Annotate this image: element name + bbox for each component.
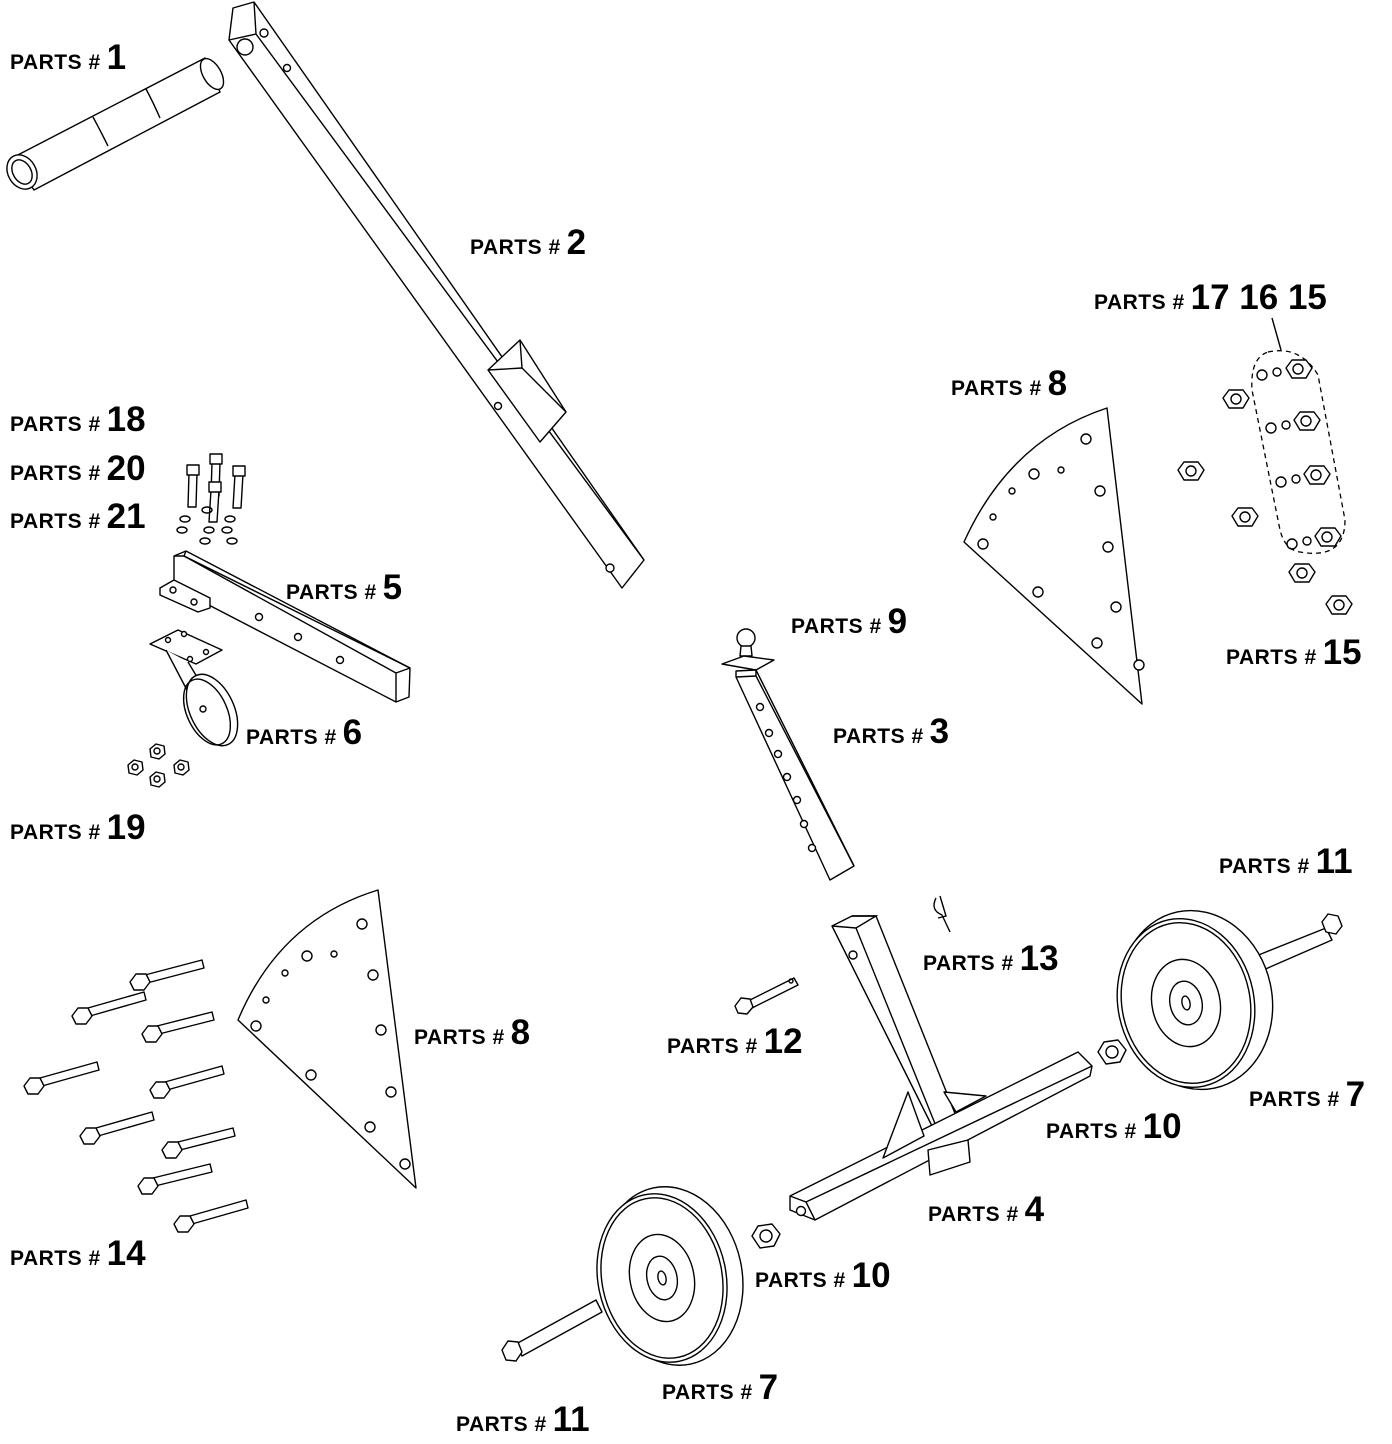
label-part-8-lower: PARTS #8 [414,1013,531,1052]
label-part-10-right: PARTS #10 [1046,1107,1182,1146]
label-part-3: PARTS #3 [833,712,950,751]
label-part-7-right: PARTS #7 [1249,1075,1366,1114]
part-11-axle-right [1245,913,1343,975]
part-15-nuts [1177,389,1353,615]
part-17-16-15-nut-group [1251,317,1346,554]
part-8-plate-lower [237,889,417,1189]
part-7-wheel-left [596,1186,744,1366]
part-18-bolts [176,453,246,545]
label-part-13: PARTS #13 [923,939,1059,978]
part-7-wheel-right [1116,909,1274,1091]
part-12-pin [734,977,799,1015]
label-part-9: PARTS #9 [791,602,908,641]
part-10-nut-left [751,1223,781,1249]
part-5-crossbar [159,550,411,703]
part-13-clip-pin [933,895,951,933]
part-10-nut-right [1097,1039,1127,1065]
label-part-4: PARTS #4 [928,1190,1045,1229]
label-part-18: PARTS #18 [10,400,146,439]
label-part-21: PARTS #21 [10,497,146,536]
part-3-upright [735,669,855,881]
label-part-6: PARTS #6 [246,713,363,752]
part-11-axle-left [501,1299,603,1362]
label-part-7-left: PARTS #7 [662,1368,779,1407]
label-part-19: PARTS #19 [10,808,146,847]
part-4-frame [789,915,1093,1221]
label-part-20: PARTS #20 [10,449,146,488]
part-14-bolts [23,959,249,1233]
label-part-10-left: PARTS #10 [755,1256,891,1295]
part-2-handle-bar [228,1,645,589]
label-part-11-right: PARTS #11 [1219,842,1353,881]
part-9-hitch-ball [721,628,775,671]
label-part-5: PARTS #5 [286,568,403,607]
label-part-11-left: PARTS #11 [456,1400,590,1439]
label-part-12: PARTS #12 [667,1022,803,1061]
label-part-1: PARTS #1 [10,38,127,77]
label-part-17-16-15: PARTS #17 16 15 [1094,278,1327,317]
part-1-tube [6,57,225,191]
label-part-15: PARTS #15 [1226,633,1362,672]
part-19-nuts [127,743,190,788]
label-part-2: PARTS #2 [470,223,587,262]
label-part-14: PARTS #14 [10,1234,146,1273]
label-part-8-upper: PARTS #8 [951,364,1068,403]
part-6-caster [149,629,239,747]
part-8-plate-upper [963,407,1145,705]
